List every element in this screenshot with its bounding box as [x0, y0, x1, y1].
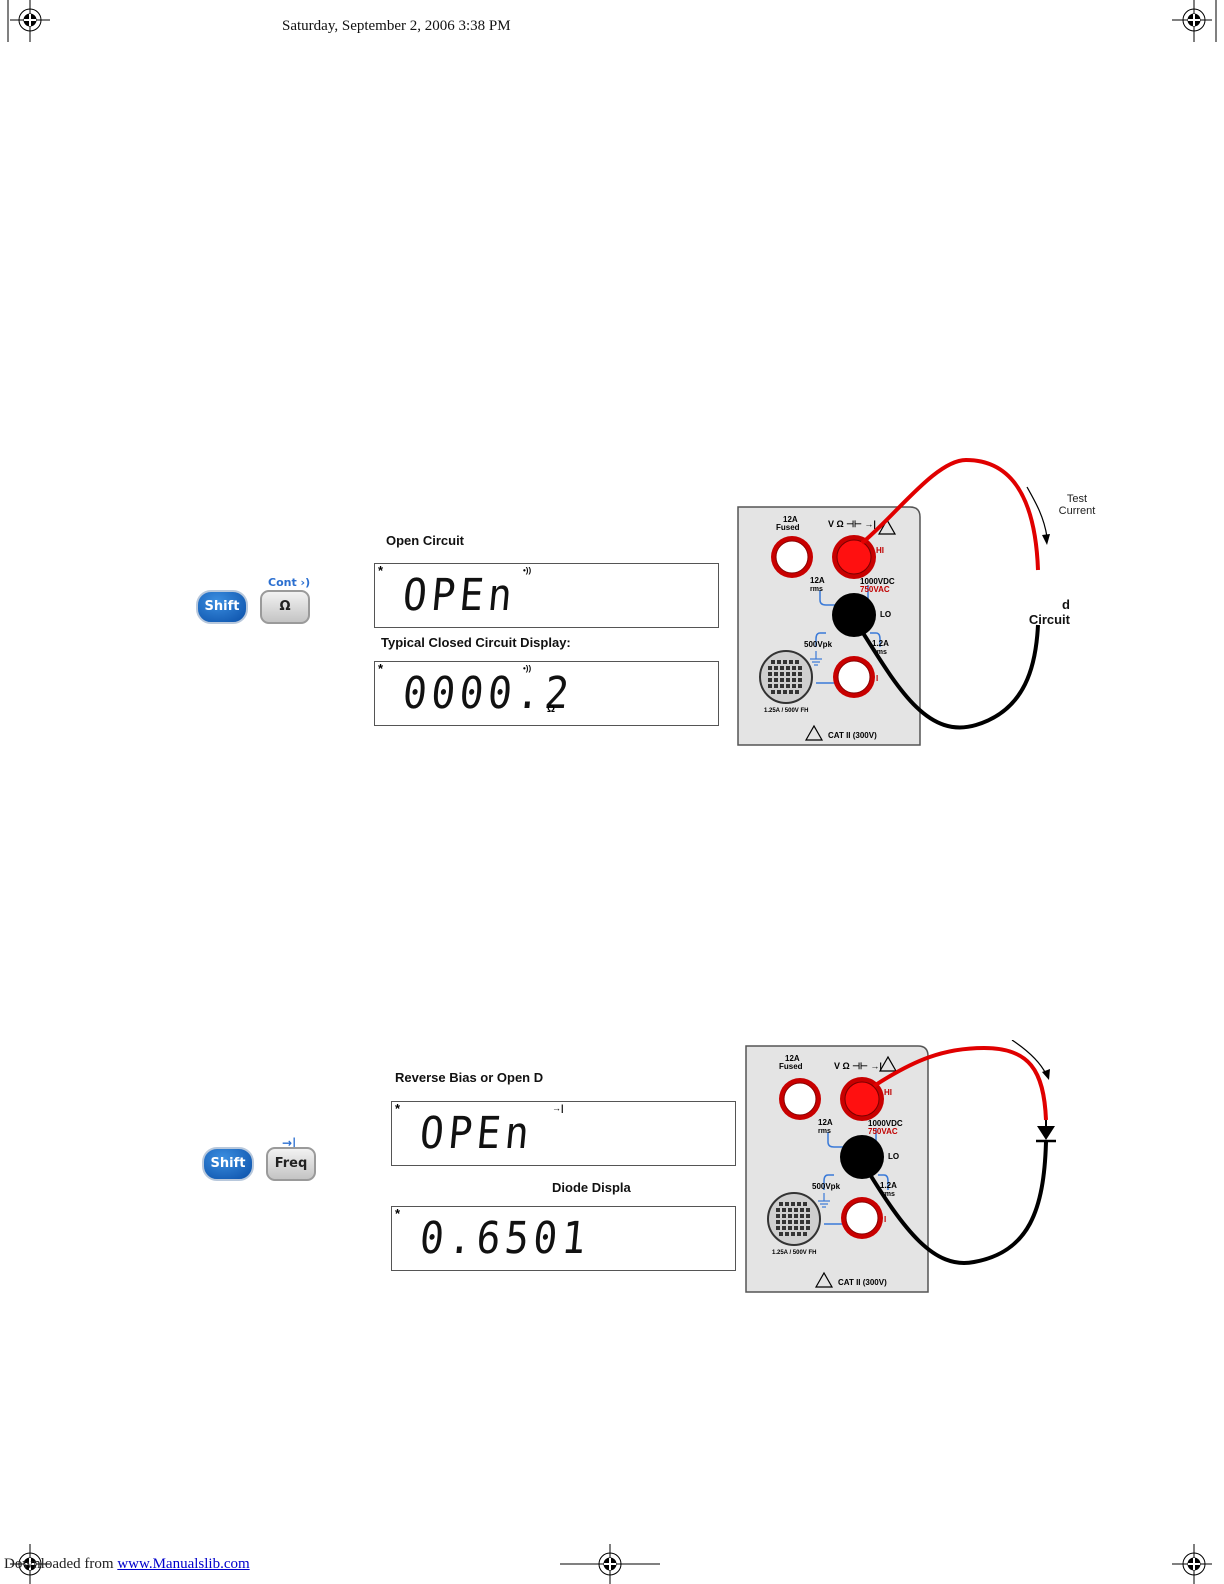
lcd-value: OPEn: [400, 570, 519, 621]
red-probe-lead: [860, 457, 1040, 571]
circuit-label-line2: Circuit: [1028, 612, 1070, 627]
header-date: Saturday, September 2, 2006 3:38 PM: [282, 18, 511, 34]
panel-i: I: [876, 674, 878, 683]
lcd-star: *: [378, 661, 384, 676]
meter-input-panel-diode: 12A Fused V Ω ⊣⊢ →| HI LO I 12A rms 1000…: [745, 1040, 1056, 1293]
cont-shift-label: Cont ›): [268, 576, 311, 589]
diode-annunciator: →|: [552, 1103, 564, 1113]
panel-i: I: [884, 1215, 886, 1224]
panel-rating-2: 750VAC: [860, 585, 890, 594]
panel-rating-1: 1000VDC: [868, 1119, 903, 1128]
test-current-line2: Current: [1058, 505, 1096, 517]
circuit-label-line1: d: [1062, 597, 1070, 612]
footer: Downloaded from www.Manualslib.com: [4, 1556, 250, 1573]
diode-display-label: Diode Displa: [552, 1180, 631, 1195]
panel-fuse: 1.25A / 500V FH: [764, 708, 808, 714]
panel-cat: CAT II (300V): [828, 731, 877, 740]
panel-lo: LO: [880, 610, 891, 619]
lcd-value: OPEn: [417, 1108, 536, 1159]
panel-rms12b-1: 1.2A: [880, 1181, 897, 1190]
diode-shift-label: →|: [282, 1136, 297, 1150]
panel-rms12-2: rms: [818, 1128, 831, 1135]
panel-cat: CAT II (300V): [838, 1278, 887, 1287]
continuity-annunciator: •)): [523, 664, 532, 673]
lcd-value: 0.6501: [417, 1213, 593, 1264]
panel-rms12-1: 12A: [818, 1118, 833, 1127]
shift-button-diode[interactable]: Shift: [202, 1147, 254, 1181]
ohm-button[interactable]: Ω: [260, 590, 310, 624]
panel-peak: 500Vpk: [812, 1182, 841, 1191]
shift-button[interactable]: Shift: [196, 590, 248, 624]
panel-hi: HI: [876, 546, 884, 555]
panel-fuse: 1.25A / 500V FH: [772, 1250, 816, 1256]
diode-symbol: [1037, 1126, 1055, 1140]
lcd-star: *: [395, 1101, 401, 1116]
footer-prefix: Downloaded from: [4, 1556, 118, 1572]
closed-circuit-label: Typical Closed Circuit Display:: [381, 635, 571, 650]
lcd-open-display: * •)) OPEn: [374, 563, 719, 628]
test-current-label: Test Current: [1054, 493, 1100, 517]
panel-lo: LO: [888, 1152, 899, 1161]
freq-button[interactable]: Freq: [266, 1147, 316, 1181]
lcd-reverse-display: * →| OPEn: [391, 1101, 736, 1166]
lcd-star: *: [395, 1206, 401, 1221]
panel-rms12b-2: rms: [874, 649, 887, 656]
panel-peak: 500Vpk: [804, 640, 833, 649]
open-circuit-label: Open Circuit: [386, 533, 465, 548]
panel-rms12-1: 12A: [810, 576, 825, 585]
lcd-unit-ohm: Ω: [547, 704, 556, 715]
panel-fused-2: Fused: [776, 523, 800, 532]
panel-fused-2: Fused: [779, 1062, 803, 1071]
footer-link[interactable]: www.Manualslib.com: [117, 1556, 250, 1572]
panel-fused-1: 12A: [785, 1054, 800, 1063]
circuit-label: d Circuit: [1024, 597, 1070, 627]
reverse-bias-label: Reverse Bias or Open D: [395, 1070, 544, 1085]
red-probe-lead: [872, 1045, 1048, 1121]
continuity-annunciator: •)): [523, 566, 532, 575]
test-current-line1: Test: [1066, 493, 1088, 505]
panel-rating-1: 1000VDC: [860, 577, 895, 586]
meter-input-panel: 12A Fused V Ω ⊣⊢ →| HI LO I 12A rms 1000…: [737, 457, 1050, 746]
black-probe-lead: [864, 1141, 1048, 1266]
panel-hi: HI: [884, 1088, 892, 1097]
lcd-star: *: [378, 563, 384, 578]
panel-function: V Ω ⊣⊢ →|: [828, 519, 876, 529]
panel-rms12-2: rms: [810, 586, 823, 593]
panel-rating-2: 750VAC: [868, 1127, 898, 1136]
panel-rms12b-1: 1.2A: [872, 639, 889, 648]
panel-fused-1: 12A: [783, 515, 798, 524]
panel-rms12b-2: rms: [882, 1191, 895, 1198]
lcd-diode-display: * 0.6501: [391, 1206, 736, 1271]
panel-function: V Ω ⊣⊢ →|: [834, 1061, 882, 1071]
lcd-closed-display: * •)) 0000.2 Ω: [374, 661, 719, 726]
black-probe-lead: [856, 623, 1040, 730]
